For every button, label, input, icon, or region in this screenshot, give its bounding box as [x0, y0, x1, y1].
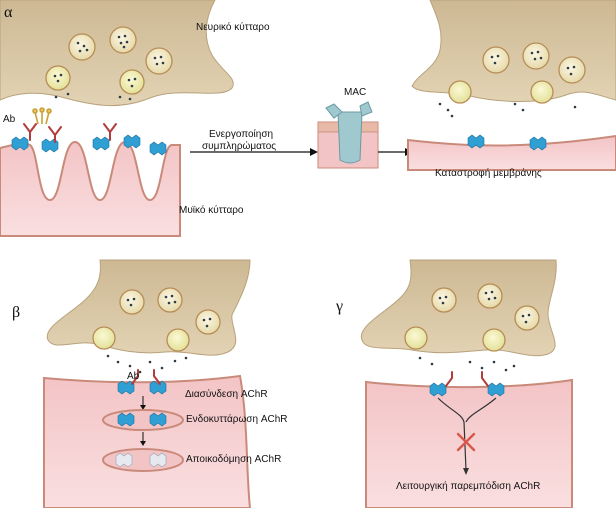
- degradation-vesicle: [102, 448, 184, 472]
- complement-c1q-a: [32, 107, 52, 125]
- muscle-cell-a-right: [407, 134, 616, 171]
- complement-label-line2: συμπληρώματος: [202, 141, 277, 152]
- antibody-label-b: Ab: [127, 371, 140, 382]
- mac-pore-icon: [325, 101, 373, 164]
- vesicles-c: [404, 283, 540, 352]
- membrane-destruction-label: Καταστροφή μεμβράνης: [435, 168, 542, 179]
- endocytosis-label: Ενδοκυττάρωση AChR: [186, 414, 288, 425]
- mac-label: MAC: [344, 87, 367, 98]
- vesicles-a: [45, 26, 173, 95]
- achr-receptors-a: [11, 134, 167, 156]
- endocytic-vesicle: [102, 409, 184, 431]
- muscle-cell-label: Μυϊκό κύτταρο: [179, 205, 244, 216]
- antibody-label-a: Ab: [3, 114, 16, 125]
- vesicles-a-right: [448, 42, 586, 104]
- panel-label-c: γ: [336, 298, 344, 315]
- vesicles-b: [92, 287, 221, 352]
- nerve-terminal-a: [0, 0, 234, 106]
- block-cross-icon: [456, 432, 476, 452]
- achr-receptors-a-right: [467, 134, 547, 151]
- complement-label-line1: Ενεργοποίηση: [209, 129, 274, 140]
- panel-label-b: β: [12, 304, 21, 321]
- ach-dots-a: [53, 34, 165, 101]
- degradation-label: Αποικοδόμηση AChR: [186, 454, 282, 465]
- panel-label-a: α: [4, 4, 13, 21]
- crosslinking-label: Διασύνδεση AChR: [185, 389, 268, 400]
- ach-dots-c: [418, 290, 531, 372]
- nerve-terminal-b: [46, 259, 251, 356]
- antibody-b: [131, 369, 161, 385]
- muscle-cell-a: [0, 140, 181, 237]
- functional-block-label: Λειτουργική παρεμπόδιση AChR: [396, 481, 541, 492]
- ach-dots-b: [106, 294, 212, 374]
- signal-pathway-c: [437, 397, 497, 471]
- nerve-terminal-a-right: [411, 0, 616, 102]
- achr-crosslinked-b: [117, 380, 167, 395]
- achr-receptors-c: [429, 382, 505, 397]
- nerve-cell-label: Νευρικό κύτταρο: [196, 22, 270, 33]
- antibodies-a: [23, 123, 117, 143]
- ach-dots-a-right: [438, 50, 577, 118]
- muscle-cell-b: [43, 374, 252, 508]
- antibodies-c: [445, 371, 489, 387]
